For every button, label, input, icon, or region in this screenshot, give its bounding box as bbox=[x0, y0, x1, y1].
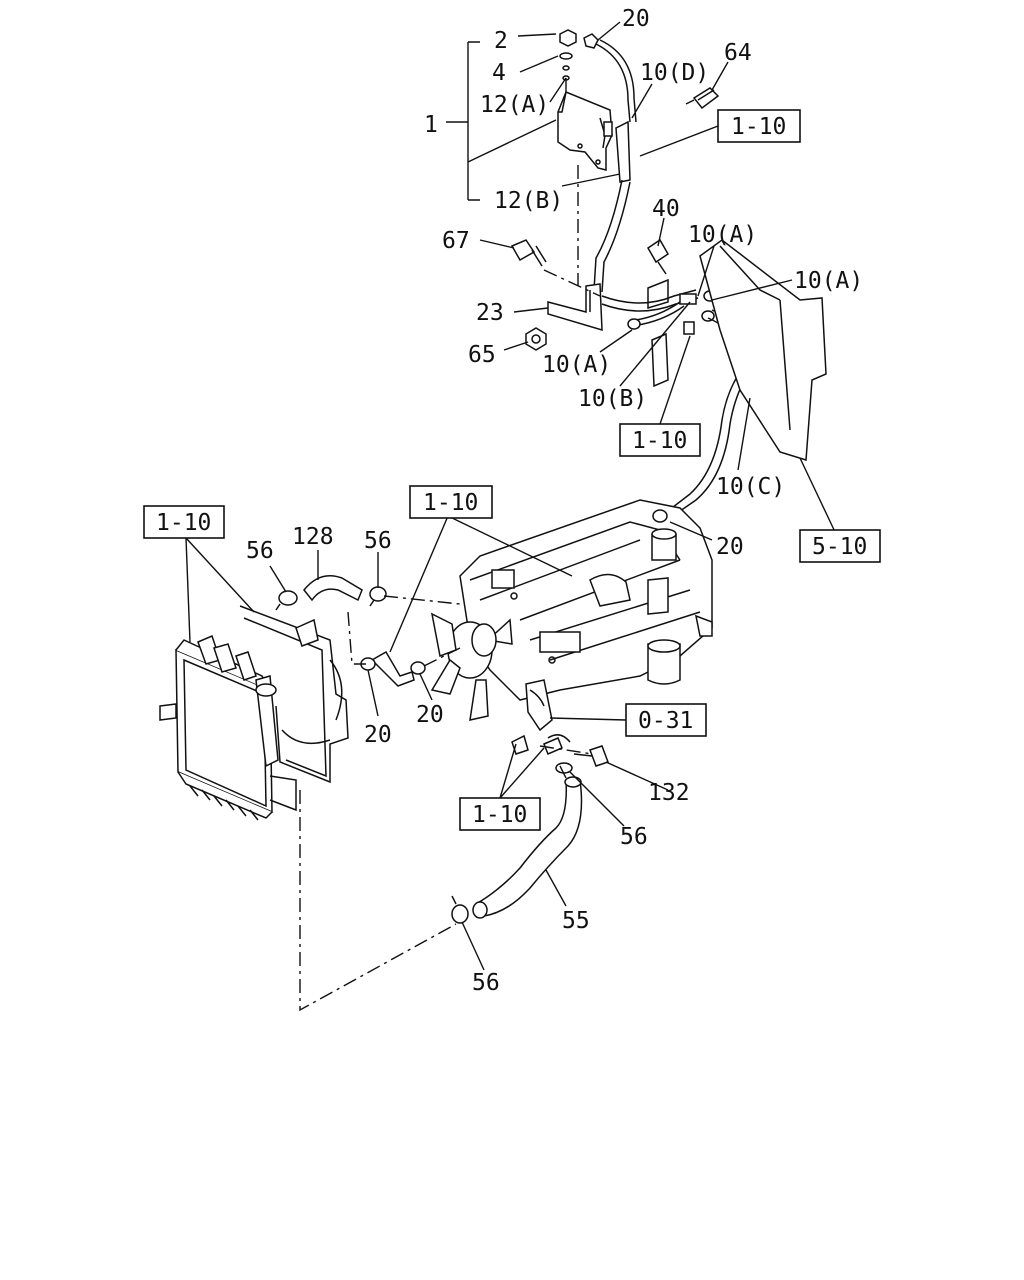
hose-10a bbox=[601, 289, 697, 304]
label-part-20-left: 20 bbox=[364, 722, 392, 748]
reservoir-tank bbox=[557, 91, 613, 171]
label-part-20-top: 20 bbox=[622, 6, 650, 32]
leader-lines bbox=[185, 21, 837, 971]
label-part-10a-3: 10(A) bbox=[542, 352, 611, 378]
bolt-67 bbox=[510, 239, 547, 267]
label-part-64: 64 bbox=[724, 40, 752, 66]
tee-10b bbox=[679, 293, 697, 335]
label-part-55: 55 bbox=[562, 908, 590, 934]
clip-20-top bbox=[583, 33, 599, 49]
clip-10a-left bbox=[627, 318, 641, 330]
clamp-56-lower bbox=[451, 895, 469, 924]
engine bbox=[459, 499, 713, 701]
ref-box-1-10-top[interactable]: 1-10 bbox=[717, 109, 801, 143]
svg-text:5-10: 5-10 bbox=[812, 534, 867, 560]
radiator bbox=[159, 634, 297, 821]
ref-box-1-10-mid[interactable]: 1-10 bbox=[619, 423, 701, 457]
clamp-56-left bbox=[275, 590, 298, 611]
ref-box-1-10-lower[interactable]: 1-10 bbox=[459, 797, 541, 831]
nut-65 bbox=[525, 327, 547, 351]
tank-cap bbox=[559, 29, 577, 47]
svg-text:1-10: 1-10 bbox=[423, 490, 478, 516]
label-part-128: 128 bbox=[292, 524, 334, 550]
svg-text:1-10: 1-10 bbox=[632, 428, 687, 454]
bolt-132 bbox=[573, 745, 609, 767]
ref-box-0-31[interactable]: 0-31 bbox=[625, 703, 707, 737]
hose-tank-down bbox=[593, 179, 623, 291]
fitting-64 bbox=[685, 87, 720, 110]
label-part-56-c: 56 bbox=[620, 824, 648, 850]
svg-text:1-10: 1-10 bbox=[472, 802, 527, 828]
ref-box-1-10-radiator[interactable]: 1-10 bbox=[143, 505, 225, 539]
fan bbox=[430, 612, 513, 721]
label-part-10b: 10(B) bbox=[578, 386, 647, 412]
clamp-20-center bbox=[410, 661, 426, 675]
label-part-2: 2 bbox=[494, 28, 508, 54]
label-part-12b: 12(B) bbox=[494, 188, 563, 214]
label-part-56-d: 56 bbox=[472, 970, 500, 996]
clip-20-mid bbox=[652, 509, 668, 523]
svg-text:1-10: 1-10 bbox=[731, 114, 786, 140]
svg-text:1-10: 1-10 bbox=[156, 510, 211, 536]
bracket-12b bbox=[615, 120, 631, 183]
water-outlet bbox=[525, 679, 553, 732]
hose-10d bbox=[595, 43, 631, 123]
label-part-67: 67 bbox=[442, 228, 470, 254]
clamp-56-pipe bbox=[555, 762, 573, 774]
label-part-40: 40 bbox=[652, 196, 680, 222]
label-part-12a: 12(A) bbox=[480, 92, 549, 118]
pipe-flange bbox=[511, 734, 571, 755]
label-part-23: 23 bbox=[476, 300, 504, 326]
clamp-56-right bbox=[369, 586, 387, 607]
label-part-65: 65 bbox=[468, 342, 496, 368]
ref-box-5-10[interactable]: 5-10 bbox=[799, 529, 881, 563]
label-part-10a-1: 10(A) bbox=[688, 222, 757, 248]
label-part-1: 1 bbox=[424, 112, 438, 138]
label-part-20-center: 20 bbox=[416, 702, 444, 728]
upper-hose-128 bbox=[303, 575, 363, 602]
bracket-23 bbox=[547, 283, 603, 332]
bypass-hose bbox=[370, 650, 415, 687]
label-part-10c: 10(C) bbox=[716, 474, 785, 500]
label-part-10d: 10(D) bbox=[640, 60, 709, 86]
label-part-20-mid: 20 bbox=[716, 534, 744, 560]
fan-shroud bbox=[239, 605, 349, 784]
label-part-56-a: 56 bbox=[246, 538, 274, 564]
svg-text:0-31: 0-31 bbox=[638, 708, 693, 734]
label-part-56-b: 56 bbox=[364, 528, 392, 554]
o-ring-4 bbox=[559, 52, 573, 81]
label-part-10a-2: 10(A) bbox=[794, 268, 863, 294]
label-part-132: 132 bbox=[648, 780, 690, 806]
ref-box-1-10-engine[interactable]: 1-10 bbox=[409, 485, 493, 519]
label-part-4: 4 bbox=[492, 60, 506, 86]
lower-hose-55 bbox=[472, 776, 583, 919]
fitting-40 bbox=[647, 238, 669, 275]
